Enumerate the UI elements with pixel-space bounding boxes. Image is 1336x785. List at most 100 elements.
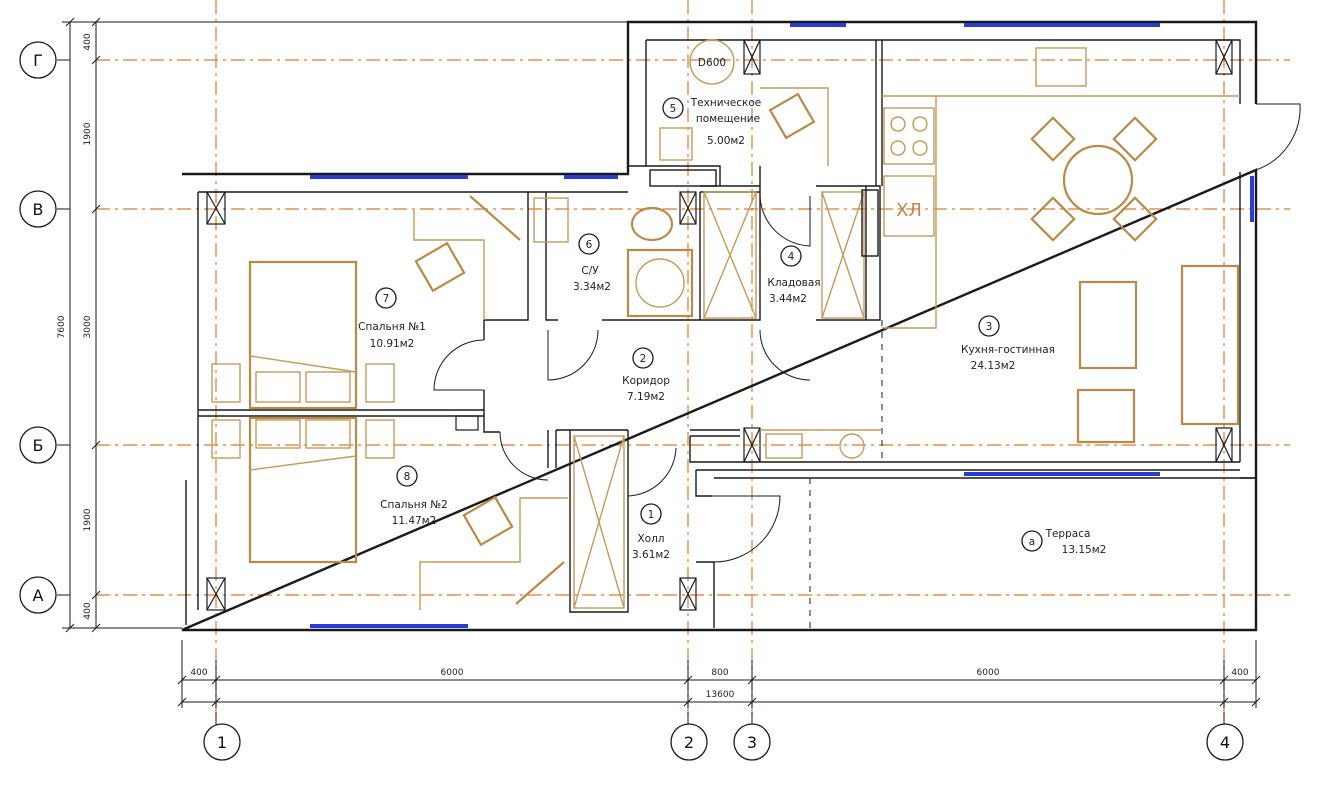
- column: [743, 39, 761, 75]
- vent-shaft: [455, 415, 479, 431]
- radiator: [765, 433, 803, 459]
- svg-text:Кухня-гостинная: Кухня-гостинная: [961, 344, 1055, 356]
- hall-wardrobe: [573, 435, 625, 609]
- wardrobe: [413, 210, 485, 320]
- dim-b-total: 13600: [706, 690, 735, 700]
- fridge-label: ХЛ: [896, 200, 922, 221]
- column: [679, 191, 697, 225]
- svg-text:2: 2: [684, 733, 694, 752]
- column: [1215, 427, 1233, 463]
- tech-sink: [659, 127, 693, 161]
- nightstand: [211, 363, 241, 403]
- stove: [883, 107, 935, 165]
- sofa: [1180, 264, 1240, 426]
- doors: [433, 103, 1301, 563]
- axis-bubble-4: 4: [1206, 712, 1244, 761]
- svg-text:10.91м2: 10.91м2: [370, 338, 415, 350]
- column: [206, 191, 226, 225]
- storage-shelf: [703, 191, 757, 319]
- room-2-tag: 2 Коридор 7.19м2: [622, 347, 670, 403]
- svg-text:С/У: С/У: [581, 265, 599, 277]
- column: [743, 427, 761, 463]
- pillow: [255, 419, 301, 449]
- room-3-tag: 3 Кухня-гостинная 24.13м2: [961, 315, 1055, 372]
- svg-text:Г: Г: [33, 51, 43, 70]
- dim-b-5: 400: [1231, 668, 1248, 678]
- nightstand: [211, 419, 241, 459]
- svg-text:1: 1: [648, 509, 655, 521]
- boiler-label: D600: [698, 57, 726, 69]
- dining-chair: [1030, 196, 1076, 242]
- svg-text:а: а: [1029, 536, 1035, 548]
- svg-text:3: 3: [986, 321, 993, 333]
- room-a-tag: а Терраса 13.15м2: [1021, 528, 1106, 556]
- windows: [310, 23, 1254, 628]
- dim-l-4: 1900: [83, 508, 93, 531]
- fridge: [883, 175, 935, 237]
- kitchen-sink: [1035, 47, 1087, 87]
- kitchen-appliance: [861, 189, 879, 257]
- svg-text:3.44м2: 3.44м2: [769, 293, 807, 305]
- dim-l-2: 1900: [83, 122, 93, 145]
- column: [206, 577, 226, 611]
- shower-drain: [635, 258, 685, 308]
- dim-l-total: 7600: [57, 315, 67, 338]
- coffee-table: [1078, 280, 1138, 370]
- svg-text:4: 4: [1220, 733, 1230, 752]
- svg-text:3: 3: [747, 733, 757, 752]
- svg-text:В: В: [33, 200, 44, 219]
- axis-bubble-1: 1: [203, 712, 241, 761]
- svg-text:6: 6: [586, 239, 593, 251]
- lamp: [469, 195, 521, 241]
- svg-text:11.47м2: 11.47м2: [392, 515, 437, 527]
- axis-bubble-v: В: [19, 190, 70, 228]
- svg-text:помещение: помещение: [696, 113, 760, 125]
- dim-b-3: 800: [711, 668, 728, 678]
- pillow: [305, 419, 351, 449]
- bed: [248, 416, 358, 564]
- axis-grid: [96, 0, 1290, 720]
- toilet: [630, 206, 674, 242]
- kitchen-counter: [882, 95, 1240, 329]
- axis-bubbles: 1 2 3 4 Г В Б: [19, 41, 1244, 761]
- svg-text:Терраса: Терраса: [1045, 528, 1091, 540]
- column: [679, 577, 697, 611]
- axis-bubble-b: Б: [19, 426, 70, 464]
- dining-chair: [1030, 116, 1076, 162]
- armchair: [462, 495, 514, 547]
- svg-text:Коридор: Коридор: [622, 375, 670, 387]
- svg-text:Холл: Холл: [637, 533, 664, 545]
- dim-b-2: 6000: [441, 668, 464, 678]
- svg-text:2: 2: [640, 353, 647, 365]
- armchair: [414, 241, 466, 293]
- dim-b-1: 400: [190, 668, 207, 678]
- armchair: [768, 92, 816, 140]
- armchair-living: [1076, 388, 1136, 444]
- storage-shelf: [821, 191, 865, 319]
- room-1-tag: 1 Холл 3.61м2: [632, 503, 670, 561]
- pillow: [255, 371, 301, 403]
- svg-text:5.00м2: 5.00м2: [707, 135, 745, 147]
- svg-text:Техническое: Техническое: [690, 97, 761, 109]
- wardrobe: [419, 497, 568, 610]
- dining-chair: [1112, 116, 1158, 162]
- svg-text:7: 7: [383, 293, 390, 305]
- nightstand: [365, 419, 395, 459]
- svg-text:А: А: [33, 586, 44, 605]
- lamp: [515, 561, 565, 605]
- svg-text:4: 4: [788, 251, 795, 263]
- axis-bubble-a: А: [19, 576, 70, 614]
- shower-tray: [626, 248, 694, 318]
- room-6-tag: 6 С/У 3.34м2: [573, 233, 611, 293]
- columns: [206, 39, 1233, 611]
- dining-table: [1062, 144, 1134, 216]
- room-5-tag: 5 Техническое помещение 5.00м2: [662, 97, 761, 147]
- svg-text:24.13м2: 24.13м2: [971, 360, 1016, 372]
- dimensions-left: 400 1900 3000 1900 400 7600: [57, 17, 628, 633]
- column: [1215, 39, 1233, 75]
- dining-chair: [1112, 196, 1158, 242]
- svg-text:1: 1: [217, 733, 227, 752]
- svg-text:3.61м2: 3.61м2: [632, 549, 670, 561]
- dim-l-5: 400: [83, 602, 93, 619]
